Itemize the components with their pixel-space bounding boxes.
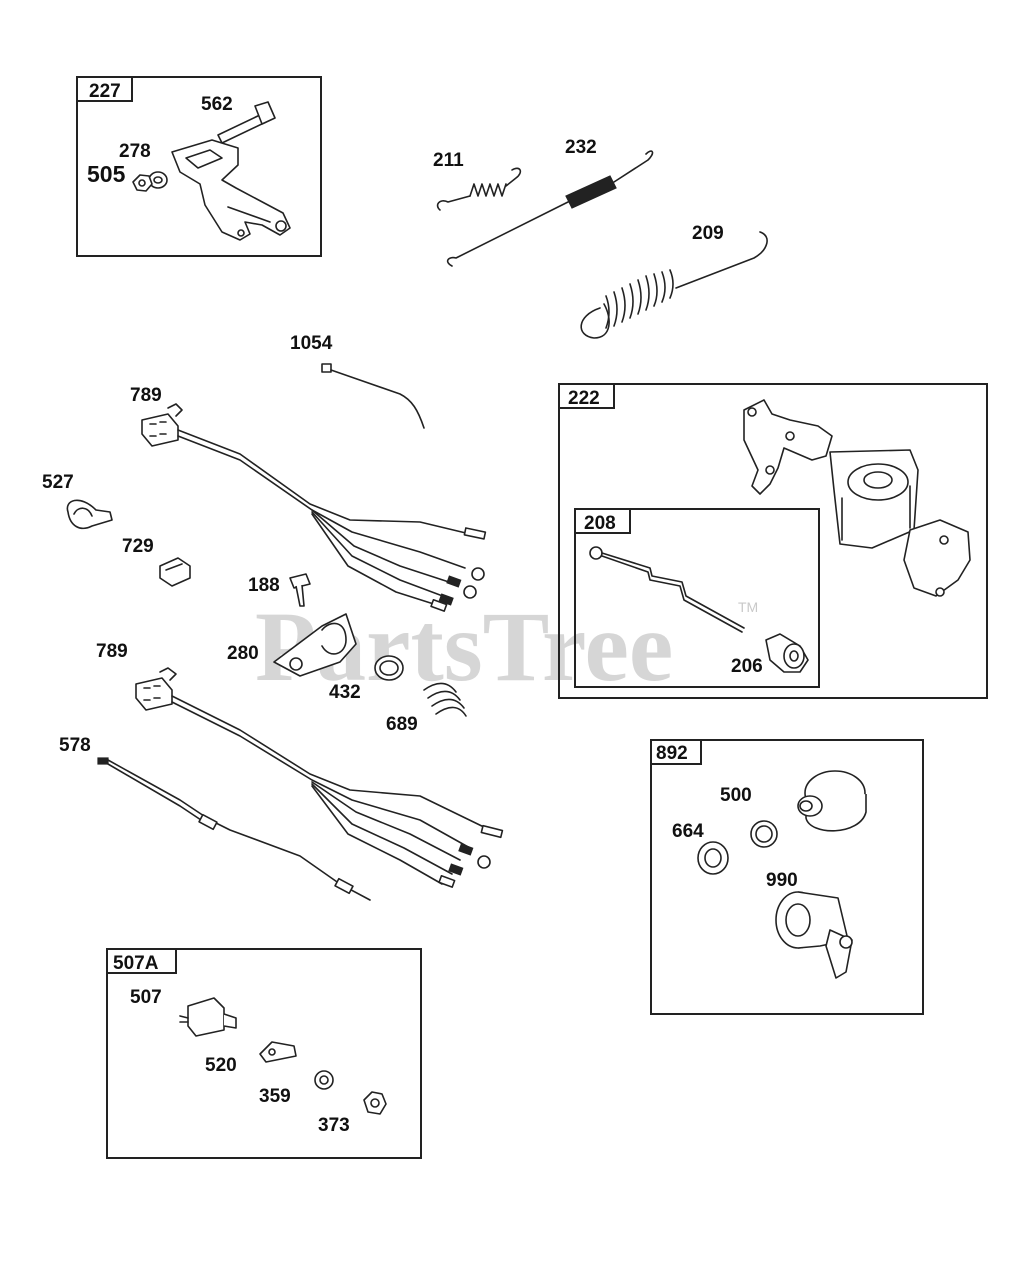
- label-990: 990: [766, 870, 798, 891]
- spring-689-part[interactable]: [423, 682, 467, 717]
- bracket-280-part[interactable]: [273, 613, 357, 677]
- label-520: 520: [205, 1055, 237, 1076]
- group-507A-box[interactable]: 507A: [106, 948, 422, 1159]
- label-729: 729: [122, 536, 154, 557]
- label-188: 188: [248, 575, 280, 596]
- label-359: 359: [259, 1086, 291, 1107]
- group-tab-208: 208: [584, 513, 616, 534]
- watermark-trademark: TM: [738, 599, 758, 615]
- harness-789-upper-part[interactable]: [141, 403, 487, 612]
- harness-789-lower-part[interactable]: [135, 667, 504, 888]
- key-housing-990-part[interactable]: [775, 891, 853, 979]
- wire-578-part[interactable]: [97, 757, 371, 901]
- group-tab-222: 222: [568, 388, 600, 409]
- washer-278-part[interactable]: [148, 171, 168, 189]
- ignition-switch-part[interactable]: [797, 770, 867, 832]
- group-tab-892: 892: [656, 743, 688, 764]
- label-373: 373: [318, 1115, 350, 1136]
- nut-505-part[interactable]: [132, 174, 153, 192]
- group-tab-227: 227: [89, 81, 121, 102]
- label-206: 206: [731, 656, 763, 677]
- bracket-227-part[interactable]: [171, 139, 291, 241]
- knob-206-part[interactable]: [765, 633, 809, 673]
- label-209: 209: [692, 223, 724, 244]
- governor-assembly-222-part[interactable]: [743, 399, 971, 597]
- label-1054: 1054: [290, 333, 333, 354]
- switch-507-part[interactable]: [179, 997, 237, 1037]
- group-892-box[interactable]: 892: [650, 739, 924, 1015]
- nut-664-part[interactable]: [697, 841, 729, 875]
- label-562: 562: [201, 94, 233, 115]
- label-789-lower: 789: [96, 641, 128, 662]
- label-278: 278: [119, 141, 151, 162]
- label-689: 689: [386, 714, 418, 735]
- label-789-upper: 789: [130, 385, 162, 406]
- bolt-188-part[interactable]: [289, 573, 311, 607]
- label-664: 664: [672, 821, 704, 842]
- spring-232-part[interactable]: [446, 150, 654, 267]
- group-227-box[interactable]: 227: [76, 76, 322, 257]
- cable-tie-1054-part[interactable]: [321, 363, 425, 429]
- label-500: 500: [720, 785, 752, 806]
- bolt-562-part[interactable]: [217, 101, 276, 144]
- washer-359-part[interactable]: [314, 1070, 334, 1090]
- terminal-520-part[interactable]: [259, 1041, 297, 1063]
- label-527: 527: [42, 472, 74, 493]
- spring-211-part[interactable]: [436, 167, 522, 211]
- ring-432-part[interactable]: [374, 655, 404, 681]
- label-280: 280: [227, 643, 259, 664]
- connector-729-part[interactable]: [159, 557, 191, 587]
- spring-209-part[interactable]: [580, 231, 768, 339]
- label-505: 505: [87, 161, 126, 187]
- label-507: 507: [130, 987, 162, 1008]
- label-578: 578: [59, 735, 91, 756]
- group-222-box[interactable]: 222: [558, 383, 988, 699]
- nut-373-part[interactable]: [363, 1091, 387, 1115]
- lockwasher-500-part[interactable]: [750, 820, 778, 848]
- group-208-box[interactable]: 208: [574, 508, 820, 688]
- clip-527-part[interactable]: [66, 499, 113, 530]
- link-rod-208-part[interactable]: [589, 546, 745, 633]
- group-tab-507A: 507A: [113, 953, 159, 974]
- label-211: 211: [433, 150, 464, 171]
- label-432: 432: [329, 682, 361, 703]
- label-232: 232: [565, 137, 597, 158]
